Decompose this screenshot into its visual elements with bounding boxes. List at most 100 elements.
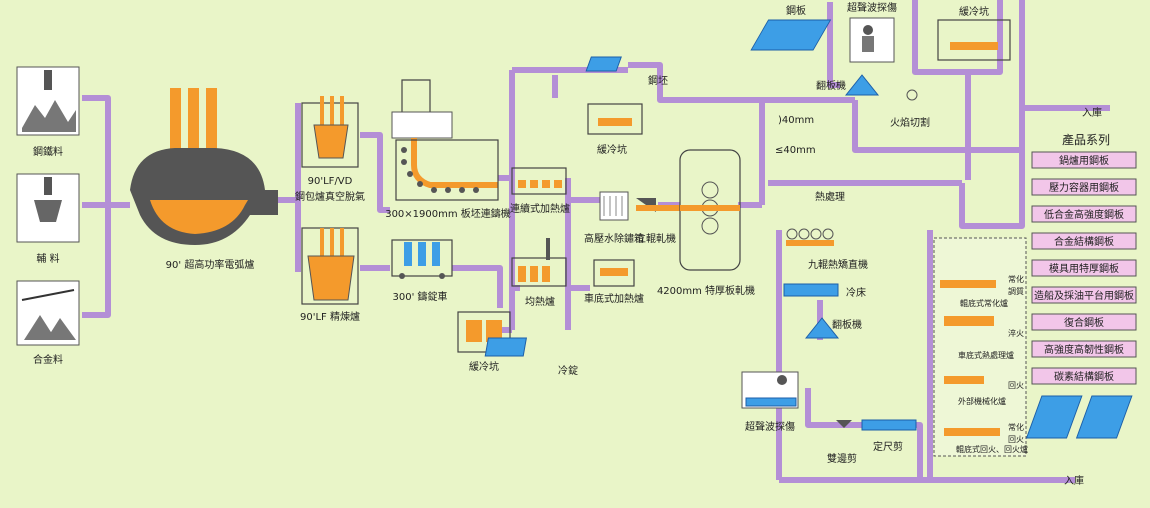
cold-ingot-label: 冷錠 (558, 364, 578, 377)
product-box (1031, 205, 1137, 223)
soaking-furnace-label: 均熱爐 (525, 295, 555, 308)
product-series-title: 產品系列 (1062, 132, 1110, 147)
ht-quench-label: 車底式熱處理爐 (958, 350, 1014, 360)
flow-pipes (82, 0, 1110, 483)
ht-side-1: 常化 (1008, 274, 1024, 284)
heat-treatment-panel: 輥底式常化爐 常化 調質 車底式熱處理爐 淬火 外部機械化爐 回火 輥底式回火、… (933, 237, 1028, 457)
caster-rollers (401, 147, 479, 193)
conveyor-icon (21, 289, 75, 301)
slow-cool-pit-1-label: 緩冷坑 (469, 360, 499, 373)
slab-unit: 鋼坯 (585, 56, 668, 87)
product-series-panel: 產品系列 鍋爐用鋼板壓力容器用鋼板低合金高強度鋼板合金結構鋼板模具用特厚鋼板造船… (1025, 132, 1137, 439)
ht-side-5: 常化 (1008, 422, 1024, 432)
slow-cool-pit-3-label: 緩冷坑 (959, 5, 989, 18)
product-item: 造船及採油平台用鋼板 (1034, 289, 1134, 302)
ultrasonic-1-unit: 超聲波探傷 (847, 1, 897, 63)
cut-to-length-label: 定尺剪 (873, 440, 903, 453)
descaler-label: 高壓水除鏽箱 (584, 232, 644, 245)
product-item: 碳素結構鋼板 (1054, 370, 1114, 383)
product-item: 高強度高韌性鋼板 (1044, 343, 1124, 356)
slab-label: 鋼坯 (648, 74, 668, 87)
caster-unit: 300×1900mm 板坯連鑄機 (385, 79, 511, 220)
product-item: 壓力容器用鋼板 (1049, 181, 1119, 194)
eaf-label: 90' 超高功率電弧爐 (166, 258, 255, 271)
plate-mill-unit: 4200mm 特厚板軋機 (657, 149, 755, 297)
cooling-bed-label: 冷床 (846, 286, 866, 299)
steel-scrap-unit: 鋼鐵料 (16, 66, 80, 158)
lf-refining-unit: 90'LF 精煉爐 (300, 227, 360, 323)
product-box (1031, 313, 1137, 331)
product-box (1031, 340, 1137, 358)
plate-1-label: 鋼板 (786, 4, 806, 17)
ladle-icon (313, 124, 349, 159)
slow-cool-pit-2-label: 緩冷坑 (597, 143, 627, 156)
slow-cool-pit-2-unit: 緩冷坑 (587, 103, 643, 156)
lf-vd-unit: 90'LF/VD 鋼包爐真空脫氣 (295, 96, 365, 203)
cut-to-length-unit: 定尺剪 (861, 419, 917, 453)
scrap-pile-icon (22, 100, 76, 132)
refining-ladle-icon (307, 255, 355, 301)
car-furnace-label: 車底式加熱爐 (584, 292, 644, 305)
product-item: 合金結構鋼板 (1054, 235, 1114, 248)
leveler-unit: 九輥熱矯直機 (786, 228, 868, 271)
ladle-vacuum-label: 鋼包爐真空脫氣 (295, 190, 365, 203)
auxiliary-label: 輔 料 (36, 252, 59, 265)
cooling-bed-unit: 冷床 (783, 283, 866, 299)
product-box (1031, 178, 1137, 196)
alloy-label: 合金料 (33, 353, 63, 366)
leveler-label: 九輥熱矯直機 (808, 258, 868, 271)
ht-side-4: 回火 (1008, 381, 1024, 390)
product-item: 復合鋼板 (1064, 316, 1104, 329)
steel-scrap-label: 鋼鐵料 (33, 145, 63, 158)
ht-side-3: 淬火 (1008, 328, 1024, 338)
product-box (1031, 151, 1137, 169)
slow-cool-pit-1-unit: 緩冷坑 (457, 311, 511, 373)
ultrasonic-2-label: 超聲波探傷 (745, 420, 795, 433)
grab-icon (44, 177, 52, 195)
product-item: 模具用特厚鋼板 (1049, 262, 1119, 275)
descaler-unit: 高壓水除鏽箱 (584, 191, 644, 245)
product-item: 低合金高強度鋼板 (1044, 208, 1124, 221)
gt40-label: )40mm (778, 115, 814, 126)
turnover-2-label: 翻板機 (832, 318, 862, 331)
vertical-mill-label: 立輥軋機 (636, 232, 676, 245)
plate-mill-label: 4200mm 特厚板軋機 (657, 284, 755, 297)
product-item: 鍋爐用鋼板 (1059, 154, 1109, 167)
ingot-car-unit: 300' 鑄錠車 (391, 239, 453, 303)
vertical-mill-unit: 立輥軋機 (636, 198, 680, 245)
finished-plates-icon (1025, 395, 1133, 439)
ht-temper-label: 輥底式回火、回火爐 (956, 444, 1028, 454)
flame-cut-label: 火焰切割 (890, 116, 930, 129)
product-box (1031, 232, 1137, 250)
soaking-furnace-unit: 均熱爐 (511, 238, 567, 308)
plate-1-unit: 鋼板 (750, 4, 832, 51)
slow-cool-pit-3-unit: 緩冷坑 (937, 5, 1011, 61)
car-furnace-unit: 車底式加熱爐 (584, 259, 644, 305)
continuous-furnace-label: 連續式加熱爐 (510, 202, 570, 215)
ingot-car-label: 300' 鑄錠車 (392, 290, 447, 303)
storage-2-label: 入庫 (1064, 474, 1084, 487)
double-trim-label: 雙邊剪 (827, 452, 857, 465)
ultrasonic-2-unit: 超聲波探傷 (741, 371, 799, 433)
ultrasonic-1-label: 超聲波探傷 (847, 1, 897, 14)
ht-side-6: 回火 (1008, 435, 1024, 444)
crane-icon (44, 70, 52, 90)
product-box (1031, 259, 1137, 277)
product-list: 鍋爐用鋼板壓力容器用鋼板低合金高強度鋼板合金結構鋼板模具用特厚鋼板造船及採油平台… (1031, 151, 1137, 385)
turnover-2-unit: 翻板機 (804, 317, 862, 339)
eaf-unit: 90' 超高功率電弧爐 (130, 88, 278, 271)
lf-refining-label: 90'LF 精煉爐 (300, 310, 360, 323)
double-trim-unit: 雙邊剪 (827, 420, 857, 465)
heat-treat-label: 熱處理 (815, 190, 845, 203)
cold-ingot-unit: 冷錠 (484, 337, 578, 377)
turnover-1-unit: 翻板機 (816, 74, 880, 96)
product-box (1031, 367, 1137, 385)
ht-side-2: 調質 (1008, 286, 1024, 296)
le40-label: ≤40mm (775, 145, 816, 156)
auxiliary-unit: 輔 料 (16, 173, 80, 265)
turnover-1-label: 翻板機 (816, 79, 846, 92)
continuous-furnace-unit: 連續式加熱爐 (510, 167, 570, 215)
ht-external-label: 外部機械化爐 (958, 396, 1006, 406)
